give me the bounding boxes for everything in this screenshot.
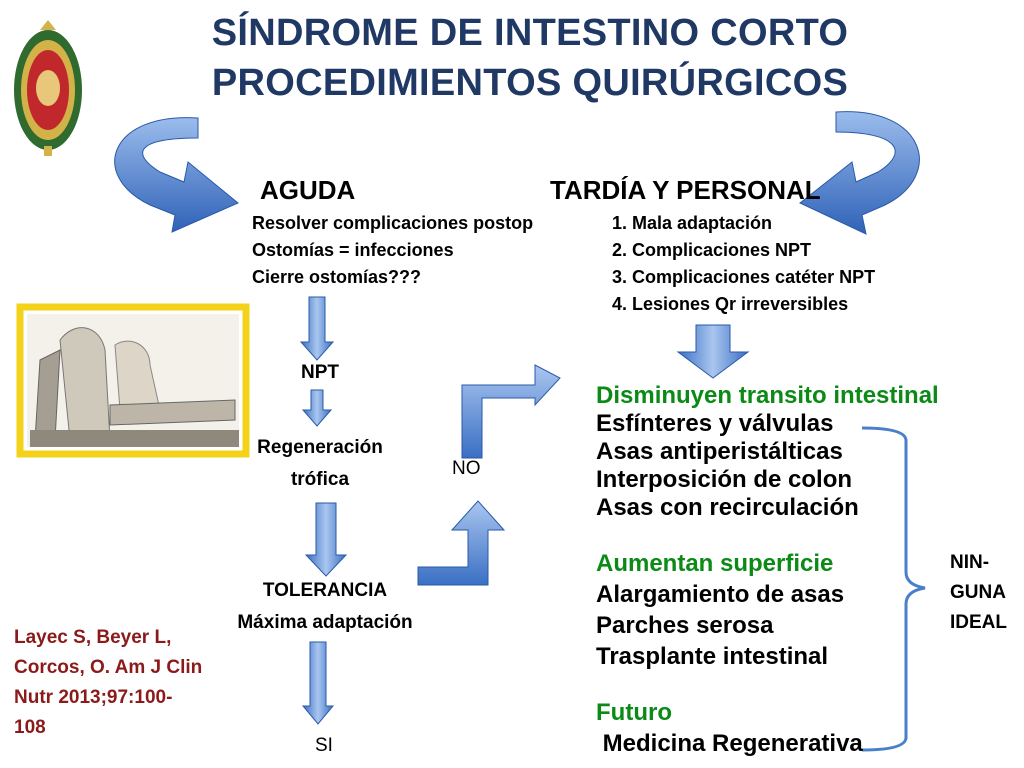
tardia-heading: TARDÍA Y PERSONAL bbox=[550, 175, 821, 205]
down-arrow-3-icon bbox=[304, 502, 348, 577]
emblem-logo bbox=[14, 20, 82, 156]
citation-line: Corcos, O. Am J Clin bbox=[14, 657, 203, 678]
no-label: NO bbox=[452, 458, 481, 479]
bent-arrow-upper-icon bbox=[461, 364, 561, 459]
group2-item: Alargamiento de asas bbox=[596, 581, 845, 608]
maxima-adaptacion-line: Máxima adaptación bbox=[237, 612, 413, 633]
tardia-list: 1. Mala adaptación 2. Complicaciones NPT… bbox=[612, 210, 875, 318]
ninguna-ideal-label: NIN- GUNA IDEAL bbox=[950, 548, 1007, 638]
citation-line: Nutr 2013;97:100- bbox=[14, 687, 173, 708]
curved-arrow-right-icon bbox=[799, 111, 920, 235]
group1-item: Interposición de colon bbox=[596, 466, 853, 493]
group1-item: Asas antiperistálticas bbox=[596, 438, 843, 465]
group1-item: Esfínteres y válvulas bbox=[596, 410, 834, 437]
bent-arrow-lower-icon bbox=[417, 500, 506, 586]
group1-heading: Disminuyen transito intestinal bbox=[596, 382, 939, 409]
aguda-item: Cierre ostomías??? bbox=[252, 267, 422, 287]
regeneracion-line-1: Regeneración bbox=[257, 437, 383, 458]
tardia-item: 4. Lesiones Qr irreversibles bbox=[612, 294, 849, 314]
down-arrow-2-icon bbox=[301, 389, 333, 427]
page-title: SÍNDROME DE INTESTINO CORTO PROCEDIMIENT… bbox=[200, 8, 860, 108]
citation-line: Layec S, Beyer L, bbox=[14, 627, 172, 648]
curved-arrow-left-icon bbox=[114, 117, 239, 233]
citation-line: 108 bbox=[14, 717, 46, 738]
tolerancia-line: TOLERANCIA bbox=[262, 580, 388, 601]
title-line-2: PROCEDIMIENTOS QUIRÚRGICOS bbox=[211, 62, 849, 104]
group2-heading: Aumentan superficie bbox=[596, 550, 834, 577]
ninguna-line-1: NIN- bbox=[950, 552, 990, 573]
bracket-line bbox=[861, 426, 926, 752]
group2-item: Trasplante intestinal bbox=[596, 643, 829, 670]
down-arrow-4-icon bbox=[301, 641, 335, 725]
aguda-heading: AGUDA bbox=[260, 175, 356, 205]
group1-item: Asas con recirculación bbox=[596, 494, 859, 521]
ninguna-line-3: IDEAL bbox=[950, 612, 1007, 633]
npt-label: NPT bbox=[301, 362, 339, 383]
group3-item: Medicina Regenerativa bbox=[596, 730, 863, 757]
regeneracion-line-2: trófica bbox=[290, 469, 350, 490]
title-line-1: SÍNDROME DE INTESTINO CORTO bbox=[211, 12, 849, 54]
procedures-list: Disminuyen transito intestinal Esfíntere… bbox=[596, 382, 939, 758]
aguda-list: Resolver complicaciones postop Ostomías … bbox=[252, 210, 533, 291]
tolerancia-label: TOLERANCIA Máxima adaptación bbox=[205, 575, 445, 639]
regeneracion-label: Regeneración trófica bbox=[240, 432, 400, 496]
group2-item: Parches serosa bbox=[596, 612, 774, 639]
tardia-item: 1. Mala adaptación bbox=[612, 213, 773, 233]
group3-heading: Futuro bbox=[596, 699, 672, 726]
tardia-item: 3. Complicaciones catéter NPT bbox=[612, 267, 876, 287]
ninguna-line-2: GUNA bbox=[950, 582, 1006, 603]
tardia-item: 2. Complicaciones NPT bbox=[612, 240, 812, 260]
aguda-item: Ostomías = infecciones bbox=[252, 240, 454, 260]
down-arrow-tardia-icon bbox=[676, 324, 750, 379]
citation: Layec S, Beyer L, Corcos, O. Am J Clin N… bbox=[14, 623, 202, 743]
si-label: SI bbox=[315, 735, 333, 756]
aguda-item: Resolver complicaciones postop bbox=[252, 213, 534, 233]
surgery-illustration bbox=[16, 303, 250, 458]
down-arrow-1-icon bbox=[299, 296, 335, 361]
